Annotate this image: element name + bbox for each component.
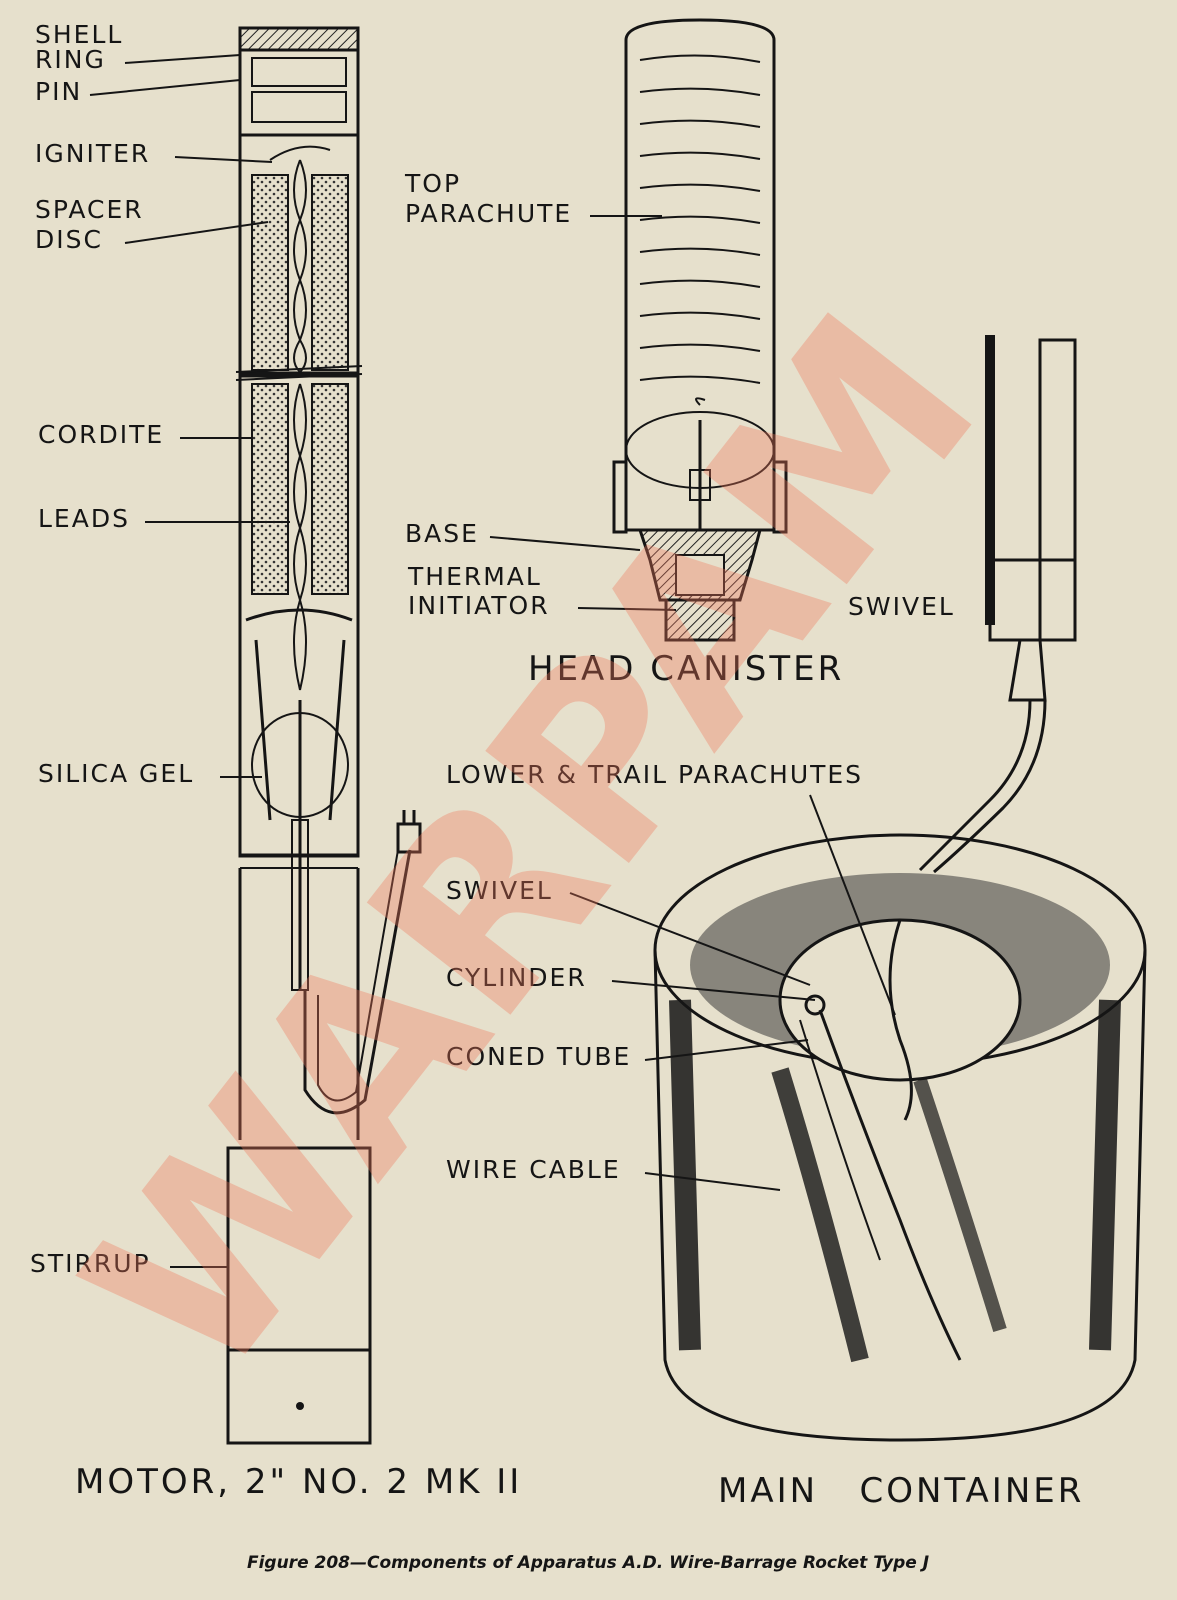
inner-swivel [804,994,826,1016]
label-swivel-top: SWIVEL [848,592,955,621]
label-igniter: IGNITER [35,139,150,168]
ring-part [251,57,347,87]
leads-lower [293,383,307,691]
shell-cap [238,26,360,52]
title-motor: MOTOR, 2" NO. 2 MK II [75,1462,522,1502]
motor-labels: SHELL RING PIN IGNITER SPACER DISC CORDI… [30,20,290,1278]
label-pin: PIN [35,77,82,106]
label-top: TOP [404,169,461,198]
label-swivel: SWIVEL [446,876,553,905]
container-rod [985,335,995,625]
main-container-labels: SWIVEL LOWER & TRAIL PARACHUTES SWIVEL C… [446,592,955,1191]
label-initiator: INITIATOR [408,591,550,620]
title-head-canister: HEAD CANISTER [528,649,844,689]
wire-cable-upper [918,699,1032,872]
thermal-initiator [675,554,725,596]
cordite-right-upper [311,174,349,371]
label-base: BASE [405,519,479,548]
label-cylinder: CYLINDER [446,963,587,992]
canister-body [624,18,776,532]
label-disc: DISC [35,225,103,254]
wire-cable-inner [799,1019,881,1261]
label-shell: SHELL [35,20,123,49]
plug [396,822,422,854]
pin-part [251,91,347,123]
cordite-right-lower [311,383,349,595]
label-spacer: SPACER [35,195,144,224]
label-thermal: THERMAL [407,562,542,591]
cordite-left-lower [251,383,289,595]
stirrup [226,1146,372,1445]
label-cordite: CORDITE [38,420,164,449]
head-canister-drawing [612,18,788,642]
trail-parachutes [888,919,913,1121]
container-wall [653,949,1147,1442]
label-wire-cable: WIRE CABLE [446,1155,621,1184]
label-stirrup: STIRRUP [30,1249,151,1278]
main-container-drawing [653,335,1147,1442]
coned-tube [818,1009,962,1361]
label-ring: RING [35,45,106,74]
cordite-left-upper [251,174,289,371]
head-canister-labels: TOP PARACHUTE BASE THERMAL INITIATOR [404,169,677,620]
top-parachute-folds [639,54,761,384]
label-parachute: PARACHUTE [405,199,572,228]
motor-drawing [226,26,422,1445]
label-leads: LEADS [38,504,130,533]
figure-caption: Figure 208—Components of Apparatus A.D. … [247,1553,929,1573]
label-lower-trail-parachutes: LOWER & TRAIL PARACHUTES [446,760,863,789]
igniter-wire [269,145,331,161]
swivel-top-joint [1008,639,1047,702]
inner-cylinder [778,918,1022,1082]
lead-wire-loop [303,849,412,1115]
label-silica-gel: SILICA GEL [38,759,194,788]
label-coned-tube: CONED TUBE [446,1042,631,1071]
title-main-container: MAIN CONTAINER [718,1471,1084,1511]
